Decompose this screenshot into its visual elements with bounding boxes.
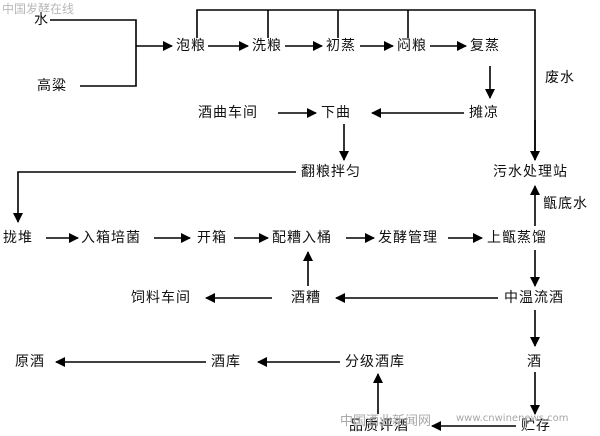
node-shangzengzhengliu: 上甑蒸馏 — [486, 230, 548, 246]
node-fenjijiuku: 分级酒库 — [344, 354, 406, 370]
watermark-top: 中国发酵在线 — [2, 2, 75, 16]
node-jiuku: 酒库 — [210, 354, 242, 370]
node-fanliangbanyun: 翻粮拌匀 — [300, 164, 362, 180]
node-jiu: 酒 — [526, 354, 543, 370]
node-jiuzao: 酒糟 — [290, 290, 322, 306]
watermark-bottom-cn: 中国酒业新闻网 — [340, 414, 432, 429]
node-fajiaoguanli: 发酵管理 — [377, 230, 439, 246]
node-wushuichulizhan: 污水处理站 — [492, 164, 569, 180]
node-jiuquchejian: 酒曲车间 — [197, 105, 259, 121]
node-zhongwenliujiu: 中温流酒 — [503, 290, 565, 306]
node-tanliang: 摊凉 — [468, 105, 500, 121]
node-peizaorutong: 配糟入桶 — [271, 230, 333, 246]
node-zhucun: 贮存 — [520, 418, 552, 434]
node-kaixiang: 开箱 — [196, 230, 228, 246]
node-xiaqu: 下曲 — [320, 105, 352, 121]
node-zengdishui: 甑底水 — [542, 196, 589, 212]
node-fuzheng: 复蒸 — [469, 38, 501, 54]
waste-water-line — [196, 9, 536, 160]
node-shui: 水 — [33, 12, 50, 28]
node-ruxiangpeijun: 入箱培菌 — [80, 230, 142, 246]
node-chuzheng: 初蒸 — [325, 38, 357, 54]
node-duidui: 拢堆 — [2, 230, 34, 246]
node-xiliang: 洗粮 — [251, 38, 283, 54]
node-yuanjiu: 原酒 — [14, 354, 46, 370]
connector-gaoliang-merge — [80, 46, 137, 87]
node-pinzhipingjiu: 品质评酒 — [348, 418, 410, 434]
node-paoliang: 泡粮 — [175, 38, 207, 54]
node-feishui: 废水 — [544, 70, 576, 86]
node-gaoliang: 高粱 — [36, 78, 68, 94]
connector-fanliang-duidui — [13, 171, 296, 223]
connector-shui-merge — [48, 19, 137, 46]
watermark-bottom-url: www.cnwinenews.com — [456, 413, 569, 424]
node-siliaochejian: 饲料车间 — [130, 290, 192, 306]
node-menliang: 闷粮 — [396, 38, 428, 54]
